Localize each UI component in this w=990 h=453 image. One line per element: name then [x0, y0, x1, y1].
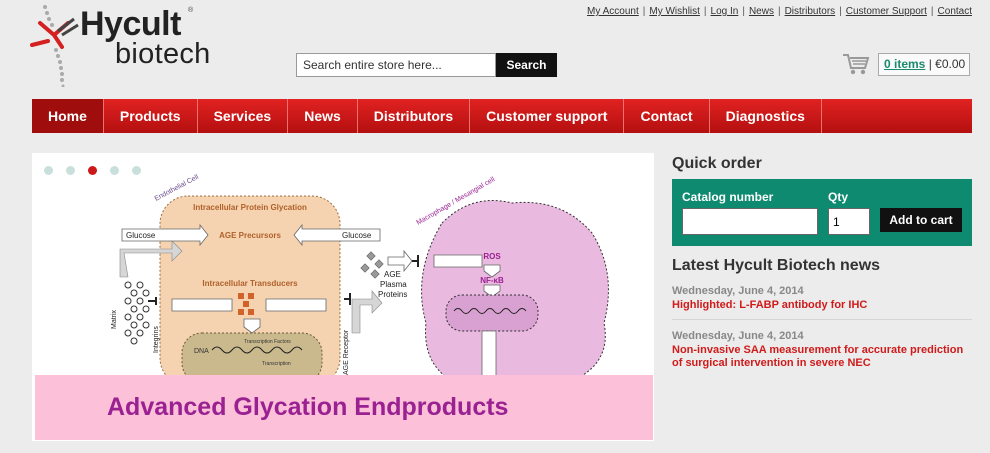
news-item: Wednesday, June 4, 2014 Non-invasive SAA…	[672, 330, 972, 370]
transducers-label: Intracellular Transducers	[202, 279, 298, 288]
slider-dot-3[interactable]	[88, 166, 97, 175]
login-link[interactable]: Log In	[710, 6, 739, 17]
nav-contact[interactable]: Contact	[624, 99, 710, 133]
quick-order-title: Quick order	[672, 155, 762, 172]
cart-summary: 0 items | €0.00	[878, 53, 970, 76]
nav-news[interactable]: News	[288, 99, 358, 133]
news-item: Wednesday, June 4, 2014 Highlighted: L-F…	[672, 285, 972, 312]
qty-input[interactable]	[828, 208, 870, 235]
ros-label: ROS	[483, 252, 501, 261]
slider-dot-4[interactable]	[110, 166, 119, 175]
slider-dot-2[interactable]	[66, 166, 75, 175]
transcription-label: Transcription	[262, 361, 291, 367]
main-nav: Home Products Services News Distributors…	[32, 99, 972, 133]
slider-dot-1[interactable]	[44, 166, 53, 175]
transcription-factors-label: Transcription Factors	[244, 339, 291, 345]
logo-registered-mark: ®	[188, 7, 194, 14]
age-label: AGE	[384, 270, 401, 279]
cart-total: | €0.00	[928, 57, 966, 71]
add-to-cart-button[interactable]: Add to cart	[880, 208, 962, 232]
customer-support-link[interactable]: Customer Support	[845, 6, 927, 17]
age-precursors-label: AGE Precursors	[219, 231, 281, 240]
dna-label: DNA	[194, 348, 209, 355]
top-links: My Account|My Wishlist|Log In|News|Distr…	[587, 6, 972, 17]
glucose-left-label: Glucose	[126, 231, 156, 240]
news-date: Wednesday, June 4, 2014	[672, 330, 804, 342]
proteins-label: Proteins	[378, 290, 407, 299]
contact-link[interactable]: Contact	[937, 6, 972, 17]
nav-products[interactable]: Products	[104, 99, 198, 133]
slider-pagination	[44, 166, 141, 175]
glucose-right-label: Glucose	[342, 231, 372, 240]
news-link[interactable]: Highlighted: L-FABP antibody for IHC	[672, 299, 868, 311]
news-date: Wednesday, June 4, 2014	[672, 285, 804, 297]
shopping-cart-icon[interactable]	[842, 52, 870, 76]
catalog-number-input[interactable]	[682, 208, 818, 235]
search-button[interactable]: Search	[496, 53, 557, 77]
news-divider	[672, 319, 972, 320]
logo-mark-icon	[30, 5, 79, 87]
news-link[interactable]: Non-invasive SAA measurement for accurat…	[672, 344, 964, 369]
my-account-link[interactable]: My Account	[587, 6, 639, 17]
logo-word-biotech: biotech	[115, 38, 211, 70]
catalog-number-label: Catalog number	[682, 190, 774, 204]
cart-items-link[interactable]: 0 items	[884, 57, 926, 71]
slider-dot-5[interactable]	[132, 166, 141, 175]
nav-home[interactable]: Home	[32, 99, 104, 133]
integrins-label: Integrins	[153, 326, 160, 353]
hero-slider[interactable]: Endothelial Cell Intracellular Protein G…	[32, 153, 654, 441]
age-pathway-diagram: Endothelial Cell Intracellular Protein G…	[111, 174, 609, 383]
nav-diagnostics[interactable]: Diagnostics	[710, 99, 822, 133]
nfkb-label: NF-κB	[480, 276, 504, 285]
hycult-logo[interactable]: Hycult ® biotech	[30, 5, 230, 87]
glycation-label: Intracellular Protein Glycation	[193, 203, 307, 212]
matrix-label: Matrix	[111, 309, 118, 329]
nav-services[interactable]: Services	[198, 99, 289, 133]
age-receptor-label: AGE Receptor	[343, 329, 350, 375]
nav-customer-support[interactable]: Customer support	[470, 99, 625, 133]
news-link[interactable]: News	[748, 6, 774, 17]
plasma-label: Plasma	[380, 280, 407, 289]
nav-distributors[interactable]: Distributors	[358, 99, 471, 133]
my-wishlist-link[interactable]: My Wishlist	[649, 6, 700, 17]
qty-label: Qty	[828, 190, 849, 204]
slide-caption[interactable]: Advanced Glycation Endproducts	[35, 375, 653, 440]
news-title: Latest Hycult Biotech news	[672, 257, 881, 274]
quick-order-form: Catalog number Qty Add to cart	[672, 179, 972, 246]
distributors-link[interactable]: Distributors	[784, 6, 836, 17]
logo-word-hycult: Hycult	[80, 5, 181, 43]
search-input[interactable]	[296, 53, 496, 77]
